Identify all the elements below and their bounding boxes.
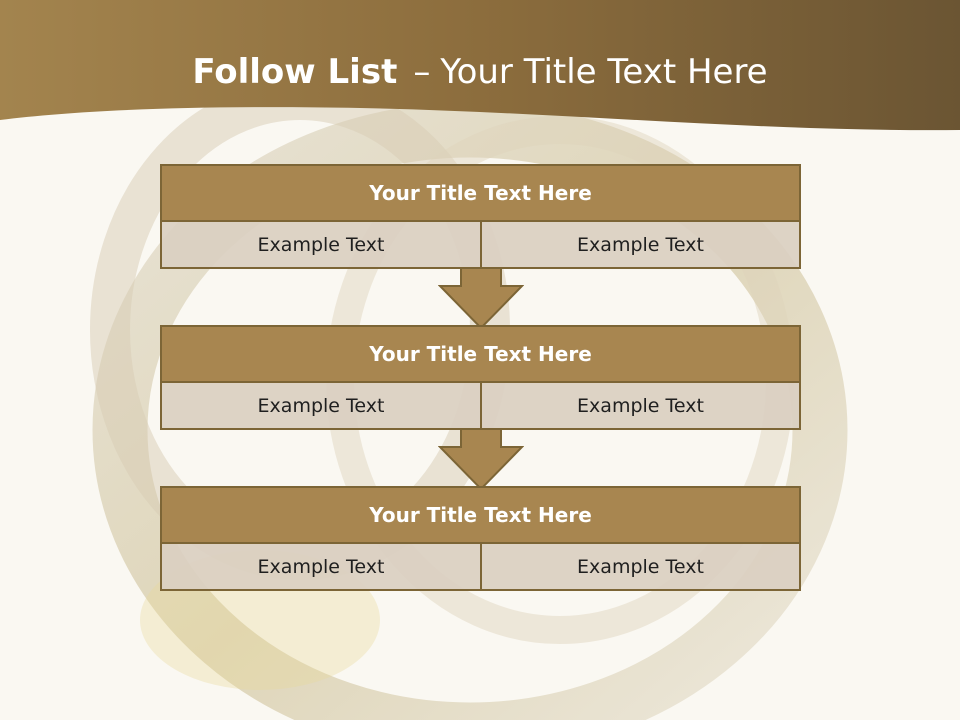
list-block-2: Your Title Text Here Example Text Exampl…	[160, 325, 801, 430]
slide-title-separator: –	[413, 52, 431, 92]
block-left-text[interactable]: Example Text	[162, 222, 482, 267]
down-arrow-icon	[438, 429, 524, 491]
list-block-3: Your Title Text Here Example Text Exampl…	[160, 486, 801, 591]
header-band	[0, 0, 960, 131]
block-title[interactable]: Your Title Text Here	[162, 166, 799, 222]
block-title[interactable]: Your Title Text Here	[162, 327, 799, 383]
list-block-1: Your Title Text Here Example Text Exampl…	[160, 164, 801, 269]
block-right-text[interactable]: Example Text	[482, 544, 799, 589]
block-right-text[interactable]: Example Text	[482, 222, 799, 267]
block-left-text[interactable]: Example Text	[162, 544, 482, 589]
block-right-text[interactable]: Example Text	[482, 383, 799, 428]
slide-title: Follow List–Your Title Text Here	[0, 52, 960, 92]
slide-title-rest: Your Title Text Here	[440, 52, 768, 92]
down-arrow-icon	[438, 268, 524, 330]
block-title[interactable]: Your Title Text Here	[162, 488, 799, 544]
block-left-text[interactable]: Example Text	[162, 383, 482, 428]
slide-title-bold: Follow List	[192, 52, 398, 92]
